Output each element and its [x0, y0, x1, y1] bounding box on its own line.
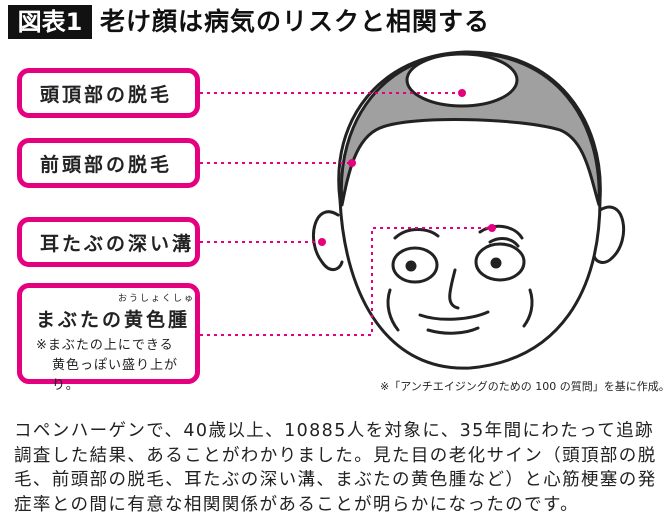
hair [339, 51, 601, 207]
label-text: 頭頂部の脱毛 [40, 83, 173, 106]
label-frontal-hair-loss: 前頭部の脱毛 [17, 138, 200, 188]
note-line-2: 黄色っぽい盛り上がり。 [52, 358, 179, 393]
source-note: ※「アンチエイジングのための 100 の質問」を基に作成。 [380, 380, 670, 393]
ruby-reading: おうしょくしゅ [118, 294, 196, 304]
label-earlobe-crease: 耳たぶの深い溝 [17, 217, 200, 267]
note-line-1: ※まぶたの上にできる [36, 338, 174, 353]
label-xanthelasma: おうしょくしゅ まぶたの黄色腫 ※まぶたの上にできる 黄色っぽい盛り上がり。 [17, 283, 200, 393]
ear-right [592, 205, 626, 264]
label-text: 前頭部の脱毛 [40, 153, 173, 176]
label-text: 耳たぶの深い溝 [40, 232, 195, 255]
figure-badge: 図表1 [8, 5, 92, 39]
pointer-lines [200, 92, 490, 336]
pointer-line-eyelid [200, 227, 490, 336]
page-title: 老け顔は病気のリスクと相関する [100, 7, 491, 36]
ear-left [312, 210, 344, 271]
label-crown-hair-loss: 頭頂部の脱毛 [17, 68, 200, 118]
bald-spot [405, 52, 519, 108]
body-text: コペンハーゲンで、40歳以上、10885人を対象に、35年間にわたって追跡調査し… [14, 421, 657, 515]
label-text: まぶたの黄色腫 [36, 309, 191, 331]
